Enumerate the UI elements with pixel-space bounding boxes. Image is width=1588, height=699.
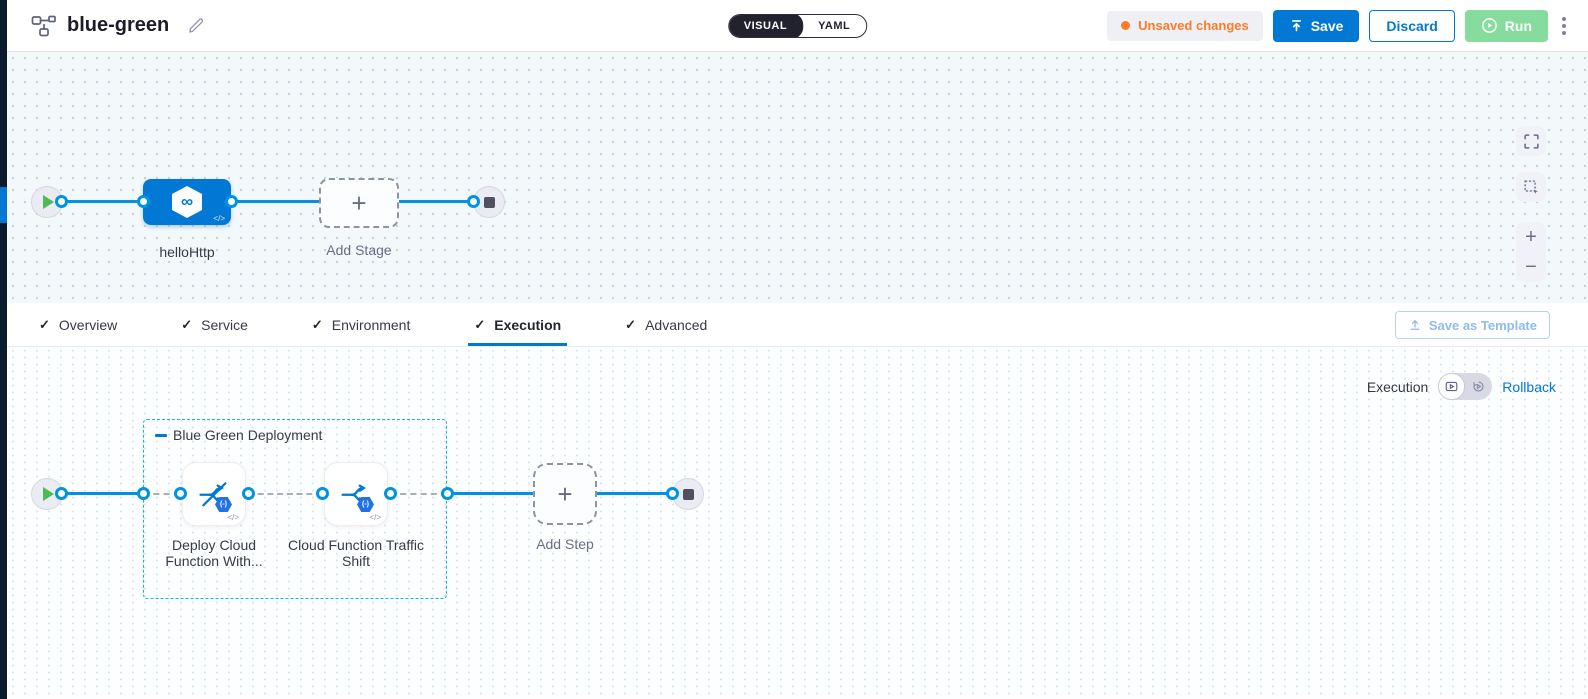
execution-mode-row: Execution Rollback: [1367, 373, 1556, 400]
check-icon: ✓: [181, 316, 193, 332]
code-icon: </>: [227, 513, 239, 522]
collapse-group-icon[interactable]: [155, 433, 167, 437]
connector-dot[interactable]: [137, 195, 150, 208]
step-group-label: Blue Green Deployment: [173, 427, 323, 443]
add-stage-label: Add Stage: [326, 242, 392, 258]
tab-service[interactable]: ✓ Service: [181, 316, 248, 333]
connector-line: [447, 492, 533, 495]
pipeline-icon: [31, 15, 57, 37]
page-title: blue-green: [67, 14, 170, 36]
yaml-toggle[interactable]: YAML: [818, 20, 851, 32]
play-icon: [43, 195, 54, 209]
marquee-select-button[interactable]: [1516, 172, 1546, 202]
tab-advanced[interactable]: ✓ Advanced: [625, 316, 708, 333]
play-icon: [43, 487, 54, 501]
tab-overview[interactable]: ✓ Overview: [39, 316, 118, 333]
connector-dot[interactable]: [55, 195, 68, 208]
stage-tabbar: ✓ Overview ✓ Service ✓ Environment ✓ Exe…: [7, 303, 1588, 347]
step-group-blue-green-deployment[interactable]: [143, 419, 447, 599]
header: blue-green VISUAL YAML Unsaved changes S…: [7, 0, 1588, 52]
run-button[interactable]: Run: [1464, 9, 1548, 42]
stop-icon: [682, 488, 694, 500]
connector-dot[interactable]: [225, 195, 238, 208]
check-icon: ✓: [625, 316, 637, 332]
deployment-stage-icon: ∞: [172, 186, 202, 218]
zoom-controls: + −: [1516, 222, 1546, 282]
check-icon: ✓: [474, 316, 486, 332]
plus-icon: +: [351, 188, 367, 218]
unsaved-changes-label: Unsaved changes: [1138, 18, 1249, 33]
connector-dot[interactable]: [441, 487, 454, 500]
pipeline-studio: blue-green VISUAL YAML Unsaved changes S…: [7, 0, 1588, 699]
connector-dot[interactable]: [174, 487, 187, 500]
more-options-icon[interactable]: [1558, 11, 1570, 41]
rollback-link[interactable]: Rollback: [1502, 378, 1556, 395]
zoom-in-button[interactable]: +: [1525, 225, 1537, 248]
connector-line: [47, 492, 143, 495]
rollback-toggle-icon[interactable]: [1465, 373, 1492, 400]
code-icon: </>: [369, 513, 381, 522]
execution-canvas[interactable]: Execution Rollback: [7, 347, 1588, 698]
fullscreen-button[interactable]: [1516, 126, 1546, 156]
plus-icon: +: [557, 479, 573, 509]
fullscreen-icon: [1523, 133, 1539, 149]
run-play-icon: [1481, 18, 1497, 33]
cloud-function-badge-icon: (-): [215, 497, 232, 512]
stop-icon: [483, 196, 495, 208]
dashed-connector-line: [248, 493, 322, 495]
template-upload-icon: [1410, 319, 1420, 330]
stage-name-label: helloHttp: [159, 244, 215, 260]
execution-rollback-toggle[interactable]: [1438, 373, 1493, 400]
tab-execution[interactable]: ✓ Execution: [468, 303, 567, 346]
connector-line: [47, 200, 143, 203]
connector-dot[interactable]: [666, 487, 679, 500]
step-node-deploy-cloud-function[interactable]: (-) </>: [182, 462, 246, 526]
step-label: Deploy Cloud Function With...: [165, 537, 263, 569]
save-button[interactable]: Save: [1272, 9, 1360, 42]
save-as-template-button[interactable]: Save as Template: [1394, 311, 1550, 339]
code-icon: </>: [213, 214, 225, 223]
step-group-header: Blue Green Deployment: [155, 427, 322, 443]
check-icon: ✓: [311, 316, 323, 332]
connector-dot[interactable]: [384, 487, 397, 500]
tab-environment[interactable]: ✓ Environment: [311, 316, 411, 333]
connector-dot[interactable]: [467, 195, 480, 208]
unsaved-changes-badge: Unsaved changes: [1107, 10, 1263, 41]
collapsed-nav-rail[interactable]: [0, 0, 7, 699]
cloud-function-badge-icon: (-): [357, 497, 374, 512]
visual-toggle[interactable]: VISUAL: [728, 15, 804, 37]
dashed-connector-line: [143, 493, 180, 495]
connector-dot[interactable]: [55, 487, 68, 500]
stage-node-hellohttp[interactable]: ∞ </>: [143, 179, 231, 225]
pipeline-end-node[interactable]: [473, 186, 505, 218]
connector-line: [597, 492, 674, 495]
zoom-out-button[interactable]: −: [1525, 255, 1537, 278]
step-node-traffic-shift[interactable]: (-) </>: [324, 462, 388, 526]
connector-dot[interactable]: [242, 487, 255, 500]
nav-rail-active-indicator: [0, 187, 7, 223]
add-step-label: Add Step: [536, 536, 594, 552]
visual-yaml-toggle: VISUAL YAML: [727, 14, 868, 38]
dashed-connector-line: [390, 493, 447, 495]
check-icon: ✓: [39, 316, 50, 332]
add-step-button[interactable]: +: [533, 463, 597, 525]
save-upload-icon: [1291, 20, 1301, 32]
connector-dot[interactable]: [137, 487, 150, 500]
execution-mode-label: Execution: [1366, 378, 1429, 395]
unsaved-dot-icon: [1121, 21, 1131, 30]
step-label: Cloud Function Traffic Shift: [288, 537, 424, 569]
stage-canvas[interactable]: ∞ </> helloHttp + Add Stage: [7, 52, 1588, 303]
edit-pipeline-name-icon[interactable]: [187, 17, 205, 35]
marquee-select-icon: [1523, 179, 1538, 194]
add-stage-button[interactable]: +: [319, 178, 399, 228]
header-actions: Unsaved changes Save Discard Run: [1107, 9, 1570, 42]
execution-toggle-icon[interactable]: [1438, 373, 1466, 400]
discard-button[interactable]: Discard: [1369, 9, 1455, 42]
connector-dot[interactable]: [316, 487, 329, 500]
pipeline-title-wrap: blue-green: [31, 14, 205, 37]
